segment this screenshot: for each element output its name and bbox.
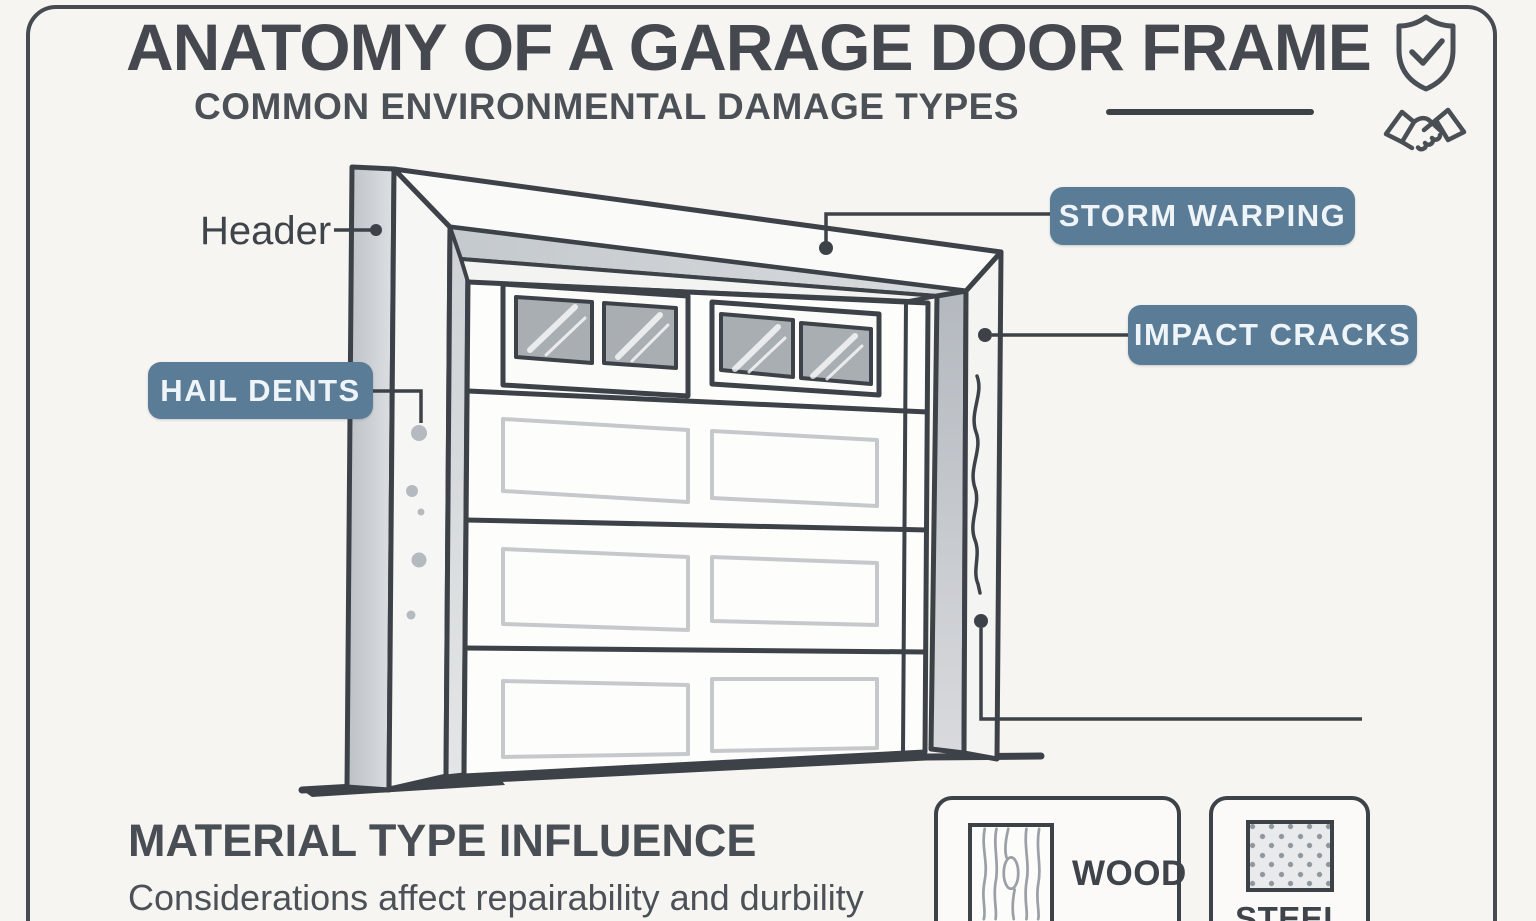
page-subtitle: COMMON ENVIRONMENTAL DAMAGE TYPES bbox=[194, 86, 1020, 127]
window-glare bbox=[527, 304, 864, 381]
damage-badge-label: IMPACT CRACKS bbox=[1133, 317, 1412, 352]
page-title: ANATOMY OF A GARAGE DOOR FRAME bbox=[126, 10, 1372, 84]
right-frame-post bbox=[928, 249, 1004, 762]
material-card-steel: STEEL bbox=[1209, 796, 1370, 921]
damage-badge-label: HAIL DENTS bbox=[160, 372, 361, 408]
leader-lines bbox=[334, 212, 1362, 721]
steel-texture-icon bbox=[1245, 820, 1334, 892]
door-window-group bbox=[500, 281, 691, 399]
part-label-header: Header bbox=[200, 209, 332, 253]
shield-check-icon bbox=[1396, 14, 1456, 92]
damage-badge-impact-cracks: IMPACT CRACKS bbox=[1128, 305, 1417, 365]
impact-crack-mark bbox=[971, 374, 982, 595]
material-section-description: Considerations affect repairability and … bbox=[128, 877, 864, 918]
handshake-icon bbox=[1383, 107, 1467, 152]
wood-grain-icon bbox=[968, 822, 1054, 921]
material-section-heading: MATERIAL TYPE INFLUENCE bbox=[128, 815, 757, 866]
door-section-seams bbox=[464, 388, 929, 655]
material-label-steel: STEEL bbox=[1235, 900, 1344, 921]
damage-badge-storm-warping: STORM WARPING bbox=[1050, 187, 1355, 245]
damage-badge-hail-dents: HAIL DENTS bbox=[148, 362, 373, 419]
door-recessed-panels bbox=[501, 417, 879, 759]
hail-dent-marks bbox=[406, 425, 427, 620]
door-window-group bbox=[709, 299, 882, 398]
material-label-wood: WOOD bbox=[1072, 853, 1187, 893]
garage-door-face bbox=[461, 279, 931, 779]
material-card-wood: WOOD bbox=[934, 796, 1186, 921]
damage-badge-label: STORM WARPING bbox=[1058, 198, 1347, 233]
subtitle-dash bbox=[1106, 109, 1314, 115]
left-frame-post bbox=[344, 164, 471, 793]
